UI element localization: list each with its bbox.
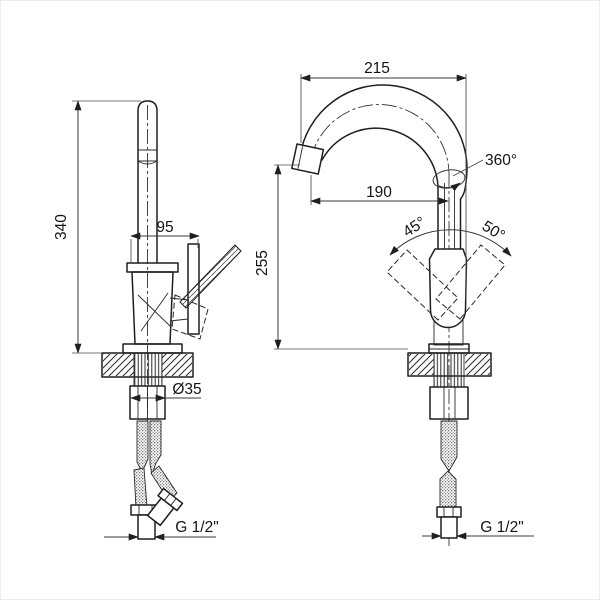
dim-height-label: 340 [53,214,70,240]
body-collar [126,262,179,273]
label-angle-right: 50° [479,218,508,245]
threaded-shank-lower-front [433,375,465,388]
body-joint-line [137,294,172,328]
dim-thread-label-right: G 1/2" [480,519,523,536]
dim-dia35: Ø35 [130,381,202,402]
handle-link-bottom [169,318,189,322]
dim-95: 95 [130,219,200,262]
hose-fitting [137,514,156,540]
threaded-shank-front [433,352,465,377]
spout-side [137,100,158,264]
swivel-leader [452,159,484,177]
dim-340: 340 [53,100,141,354]
threaded-shank-lower [133,376,163,387]
handle-lever [179,244,242,309]
threaded-shank [133,352,163,378]
fixing-nut-front [429,386,469,420]
dim-shank-diameter-label: Ø35 [172,381,201,398]
dim-g12-left: G 1/2" [104,519,219,541]
deck-hatch-left [103,354,134,376]
dim-spout-height-label: 255 [254,250,271,276]
dim-body-depth-label: 95 [156,219,173,236]
base-flange [122,343,183,354]
gooseneck-outer [299,84,468,200]
deck-hatch-right-front [465,354,490,375]
dim-215: 215 [300,60,467,301]
body-joint-line2 [140,292,169,332]
handle-swing-arc [389,229,512,257]
handle-knob-rotated-dashed [171,294,209,340]
dim-reach-label: 190 [366,184,392,201]
side-view: 340 95 Ø35 G 1/2" [53,100,242,541]
spout-outlet [291,143,325,175]
swivel-ellipse [432,169,466,189]
dim-span-label: 215 [364,60,390,77]
gooseneck-inner [321,127,439,187]
supply-hose-front [439,420,458,508]
label-angle-left: 45° [400,214,429,241]
front-view: 360° 45° 50° [254,60,534,546]
hose-nut-front [436,506,462,518]
label-swivel: 360° [485,152,517,169]
dim-thread-label-left: G 1/2" [175,519,218,536]
deck-hatch-right [162,354,192,376]
dim-190: 190 [310,175,449,205]
dim-255: 255 [254,164,408,350]
deck-hatch-left-front [409,354,434,375]
spout-arc-centerline [310,104,450,174]
hose-fitting-angled [146,487,184,527]
swivel-arrow [436,182,461,192]
hose-fitting-front [440,516,458,539]
handle-rotated-right-dashed [435,244,506,320]
spout-ring-curve [137,160,158,165]
faucet-body-side [131,271,174,345]
dim-g12-right: G 1/2" [422,519,534,540]
